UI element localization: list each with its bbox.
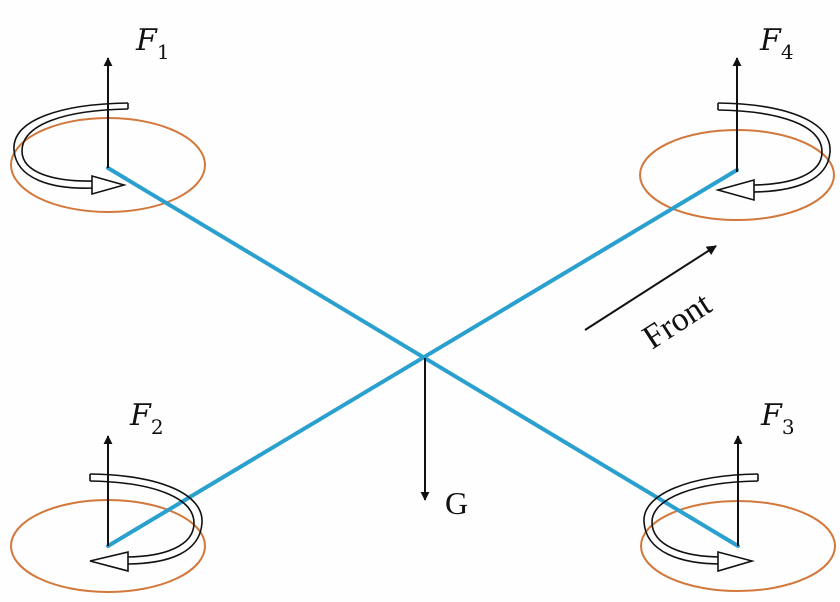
clockwise-arrow-icon bbox=[715, 102, 831, 202]
gravity-label: G bbox=[445, 485, 468, 521]
clockwise-arrow-icon bbox=[89, 473, 203, 573]
frame-arm-2-4 bbox=[106, 168, 739, 548]
counterclockwise-arrow-icon bbox=[643, 473, 759, 573]
front-label: Front bbox=[636, 285, 718, 356]
force-label-1: F1 bbox=[135, 23, 170, 64]
force-label-4: F4 bbox=[759, 23, 794, 64]
force-label-3: F3 bbox=[760, 398, 795, 439]
force-label-2: F2 bbox=[129, 398, 164, 439]
counterclockwise-arrow-icon bbox=[13, 102, 129, 196]
front-direction-arrow bbox=[584, 245, 717, 331]
